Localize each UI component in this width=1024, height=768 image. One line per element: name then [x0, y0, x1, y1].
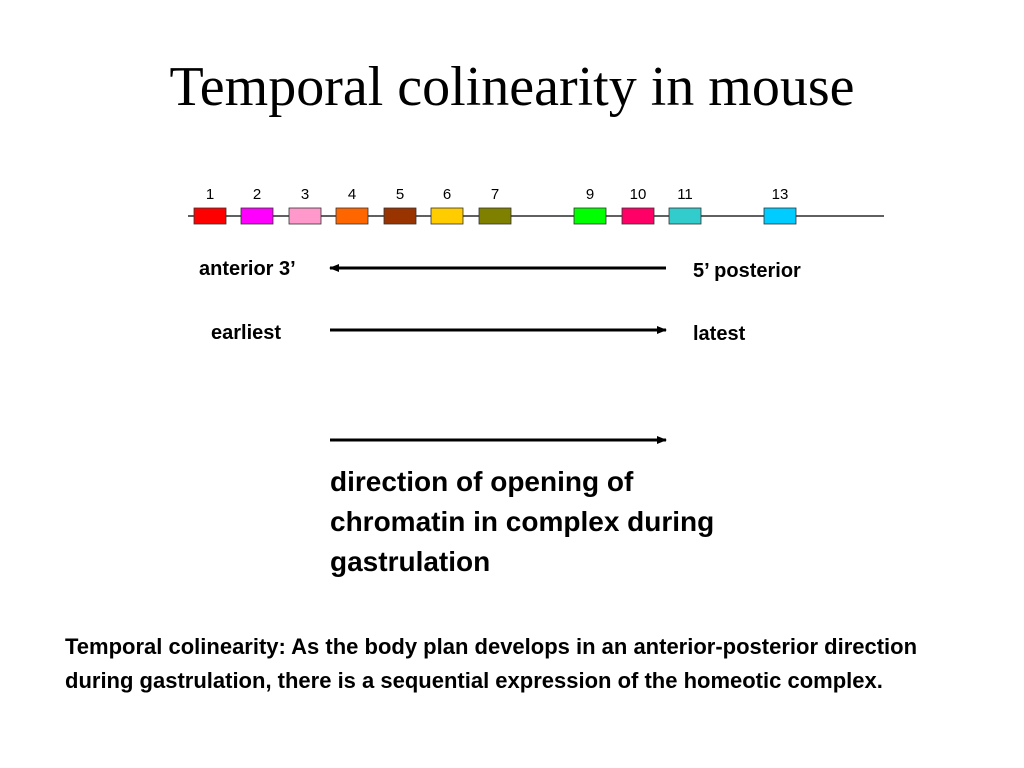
gene-box-7 [478, 207, 512, 225]
gene-label-7: 7 [491, 186, 499, 203]
gene-box-11 [668, 207, 702, 225]
gene-box-4 [335, 207, 369, 225]
label-latest: latest [693, 323, 746, 345]
caption-text: Temporal colinearity: As the body plan d… [65, 634, 918, 693]
gene-label-1: 1 [206, 186, 214, 203]
gene-box-2 [240, 207, 274, 225]
gene-box-13 [763, 207, 797, 225]
gene-label-4: 4 [348, 186, 356, 203]
gene-box-1 [193, 207, 227, 225]
label-earliest: earliest [211, 322, 282, 344]
gene-label-6: 6 [443, 186, 451, 203]
gene-label-9: 9 [586, 186, 594, 203]
hox-gene-diagram: 1 2 3 4 5 6 7 9 10 11 13 [188, 186, 884, 444]
gene-box-6 [430, 207, 464, 225]
label-posterior: 5’ posterior [693, 260, 801, 282]
label-anterior: anterior 3’ [199, 258, 296, 280]
gene-box-5 [383, 207, 417, 225]
gene-label-3: 3 [301, 186, 309, 203]
gene-box-3 [288, 207, 322, 225]
slide-title: Temporal colinearity in mouse [169, 56, 855, 118]
gene-label-5: 5 [396, 186, 404, 203]
chromatin-note: direction of opening of chromatin in com… [330, 466, 715, 577]
gene-box-10 [621, 207, 655, 225]
gene-box-9 [573, 207, 607, 225]
gene-label-11: 11 [677, 186, 693, 203]
gene-label-2: 2 [253, 186, 261, 203]
gene-boxes: 1 2 3 4 5 6 7 9 10 11 13 [193, 186, 797, 225]
gene-label-10: 10 [630, 186, 647, 203]
gene-label-13: 13 [772, 186, 789, 203]
